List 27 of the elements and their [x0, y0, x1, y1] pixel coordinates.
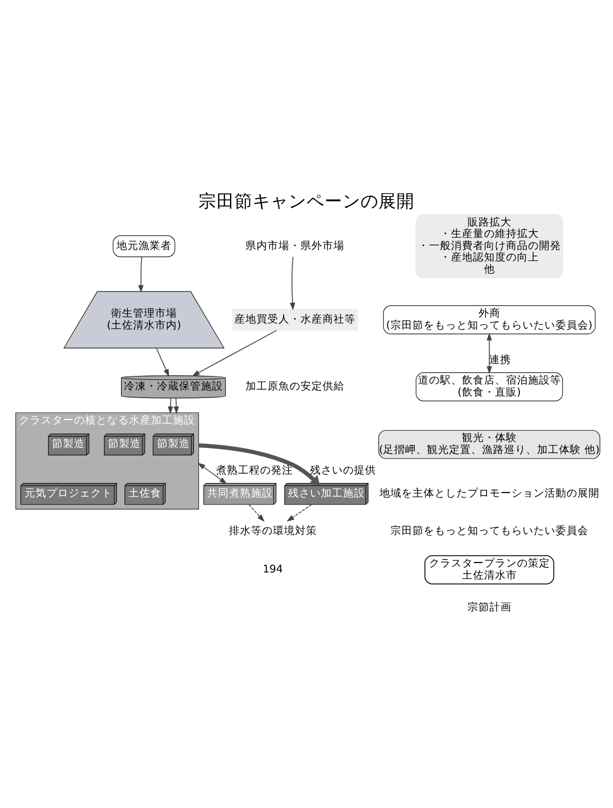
arrow	[248, 504, 265, 522]
arrow	[192, 329, 278, 376]
node-text: 県内市場・県外市場	[246, 239, 345, 252]
node-text: 排水等の環境対策	[228, 524, 317, 537]
arrow	[174, 397, 180, 414]
arrow	[198, 462, 228, 484]
node-box: 道の駅、飲食店、宿泊施設等 (飲食・直販)	[416, 372, 563, 401]
label: 宗田節をもっと知ってもらいたい委員会	[390, 524, 588, 537]
arrow	[138, 256, 144, 292]
edge-label: 煮熟工程の発注	[216, 464, 293, 476]
node-box: クラスタープランの策定 土佐清水市	[424, 554, 554, 584]
arrow	[156, 347, 170, 376]
arrow	[486, 332, 492, 374]
label: 194	[262, 562, 283, 575]
node-box: 観光・体験 (足摺岬、観光定置、漁路巡り、加工体験 他)	[378, 430, 600, 458]
arrow	[290, 256, 296, 310]
arrow	[168, 397, 174, 414]
label: 加工原魚の安定供給	[246, 380, 345, 392]
node-box: 地元漁業者	[112, 234, 176, 257]
arrow	[198, 442, 320, 486]
label: 宗節計画	[467, 601, 512, 614]
node-box: 産地買受人・水産商社等	[232, 308, 358, 330]
node-box: 外商 (宗田節をもっと知ってもらいたい委員会)	[383, 304, 596, 334]
edge-label: 残さいの提供	[310, 464, 376, 476]
diagram-title: 宗田節キャンペーンの展開	[198, 191, 414, 212]
arrow	[286, 504, 312, 522]
label: 地域を主体としたプロモーション活動の展開	[379, 487, 600, 500]
